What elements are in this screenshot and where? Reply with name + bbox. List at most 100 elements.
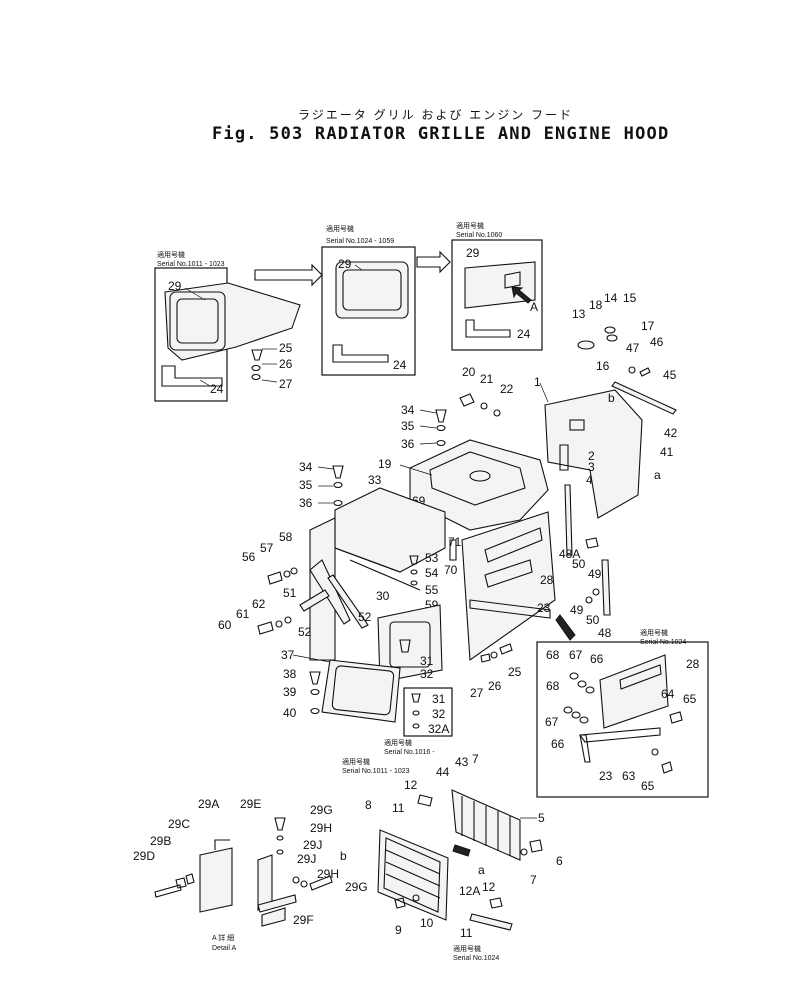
callout-29F: 29F (293, 913, 314, 927)
callout-5: 5 (538, 811, 545, 825)
serial-range: Serial No.1024 (453, 955, 499, 962)
callout-29E: 29E (240, 797, 261, 811)
callout-65: 65 (683, 692, 697, 706)
callout-26: 26 (279, 357, 293, 371)
callout-58: 58 (279, 530, 293, 544)
callout-29: 29 (466, 246, 480, 260)
callout-49: 49 (570, 603, 584, 617)
callout-31: 31 (432, 692, 446, 706)
callout-35: 35 (401, 419, 415, 433)
callout-65: 65 (641, 779, 655, 793)
grille-cover-part-29 (464, 261, 536, 309)
callout-67: 67 (569, 648, 583, 662)
callout-41: 41 (660, 445, 674, 459)
detail-label: Detail A (212, 945, 236, 952)
bolt-34 (435, 409, 447, 423)
callout-21: 21 (480, 372, 494, 386)
callout-4: 4 (586, 473, 593, 487)
grille-part-8 (377, 829, 449, 921)
callout-9: 9 (395, 923, 402, 937)
callout-23: 23 (599, 769, 613, 783)
bolt-25 (251, 349, 263, 361)
callout-a: a (654, 468, 661, 482)
callout-29B: 29B (150, 834, 171, 848)
plate-29F (261, 907, 286, 927)
callout-29J: 29J (297, 852, 316, 866)
callout-68: 68 (546, 679, 560, 693)
grille-cover-part-29 (335, 261, 409, 319)
inset-serial-1024-1059: 適用号機 Serial No.1024 - 1059 29 24 (321, 224, 416, 376)
callout-16: 16 (596, 359, 610, 373)
serial-range: Serial No.1011 - 1023 (157, 261, 225, 268)
callout-27: 27 (470, 686, 484, 700)
callout-54: 54 (425, 566, 439, 580)
callout-12: 12 (482, 880, 496, 894)
callout-22: 22 (500, 382, 514, 396)
engine-hood-assembly: 19 69 (378, 439, 549, 531)
strip-48A (564, 484, 573, 556)
callout-39: 39 (283, 685, 297, 699)
callout-50: 50 (572, 557, 586, 571)
stay-23 (578, 727, 661, 743)
bolt-6 (529, 839, 543, 853)
callout-38: 38 (283, 667, 297, 681)
callout-12A: 12A (459, 884, 480, 898)
callout-53: 53 (425, 551, 439, 565)
callout-b: b (608, 391, 615, 405)
strip-11 (469, 913, 513, 931)
callout-63: 63 (622, 769, 636, 783)
callout-b: b (340, 849, 347, 863)
bolt-34b (332, 465, 344, 479)
callout-52: 52 (358, 610, 372, 624)
callout-30: 30 (376, 589, 390, 603)
callout-44: 44 (436, 765, 450, 779)
callout-45: 45 (663, 368, 677, 382)
callout-7: 7 (472, 752, 479, 766)
callout-29A: 29A (198, 797, 219, 811)
callout-29G: 29G (310, 803, 333, 817)
callout-31: 31 (420, 654, 434, 668)
callout-7: 7 (530, 873, 537, 887)
callout-20: 20 (462, 365, 476, 379)
side-door-part-28 (599, 654, 669, 729)
detail-A: 29A 29E 29G 29H 29J 29J 29H 29G 29F 29C … (133, 797, 368, 952)
serial-caption: 適用号機 (640, 628, 668, 637)
callout-8: 8 (365, 798, 372, 812)
serial-caption: 適用号機 (453, 944, 481, 953)
bolt-60 (257, 621, 274, 635)
callout-29J: 29J (303, 838, 322, 852)
arrow-right-2 (416, 250, 451, 274)
callout-29H: 29H (317, 867, 339, 881)
callout-46: 46 (650, 335, 664, 349)
callout-34: 34 (299, 460, 313, 474)
callout-29: 29 (338, 257, 352, 271)
callout-55: 55 (425, 583, 439, 597)
callout-60: 60 (218, 618, 232, 632)
callout-61: 61 (236, 607, 250, 621)
callout-1: 1 (534, 375, 541, 389)
callout-A: A (530, 300, 538, 314)
callout-70: 70 (444, 563, 458, 577)
bracket-part-24 (465, 319, 511, 338)
callout-14: 14 (604, 291, 618, 305)
callout-36: 36 (401, 437, 415, 451)
callout-66: 66 (551, 737, 565, 751)
latch-plate-29A (199, 847, 233, 913)
serial-caption: 適用号機 (456, 221, 484, 230)
serial-range: Serial No.1024 - 1059 (326, 238, 394, 245)
serial-range: Serial No.1016 - (384, 749, 435, 756)
callout-29G: 29G (345, 880, 368, 894)
callout-24: 24 (517, 327, 531, 341)
serial-caption: 適用号機 (326, 224, 354, 233)
callout-11: 11 (460, 926, 473, 940)
callout-19: 19 (378, 457, 392, 471)
callout-57: 57 (260, 541, 274, 555)
callout-18: 18 (589, 298, 603, 312)
callout-51: 51 (283, 586, 297, 600)
view-arrow-A (511, 286, 532, 304)
figure-title-japanese: ラジエータ グリル および エンジン フード (298, 108, 574, 122)
stay-52b (327, 574, 369, 629)
bolt-46 (639, 367, 651, 377)
